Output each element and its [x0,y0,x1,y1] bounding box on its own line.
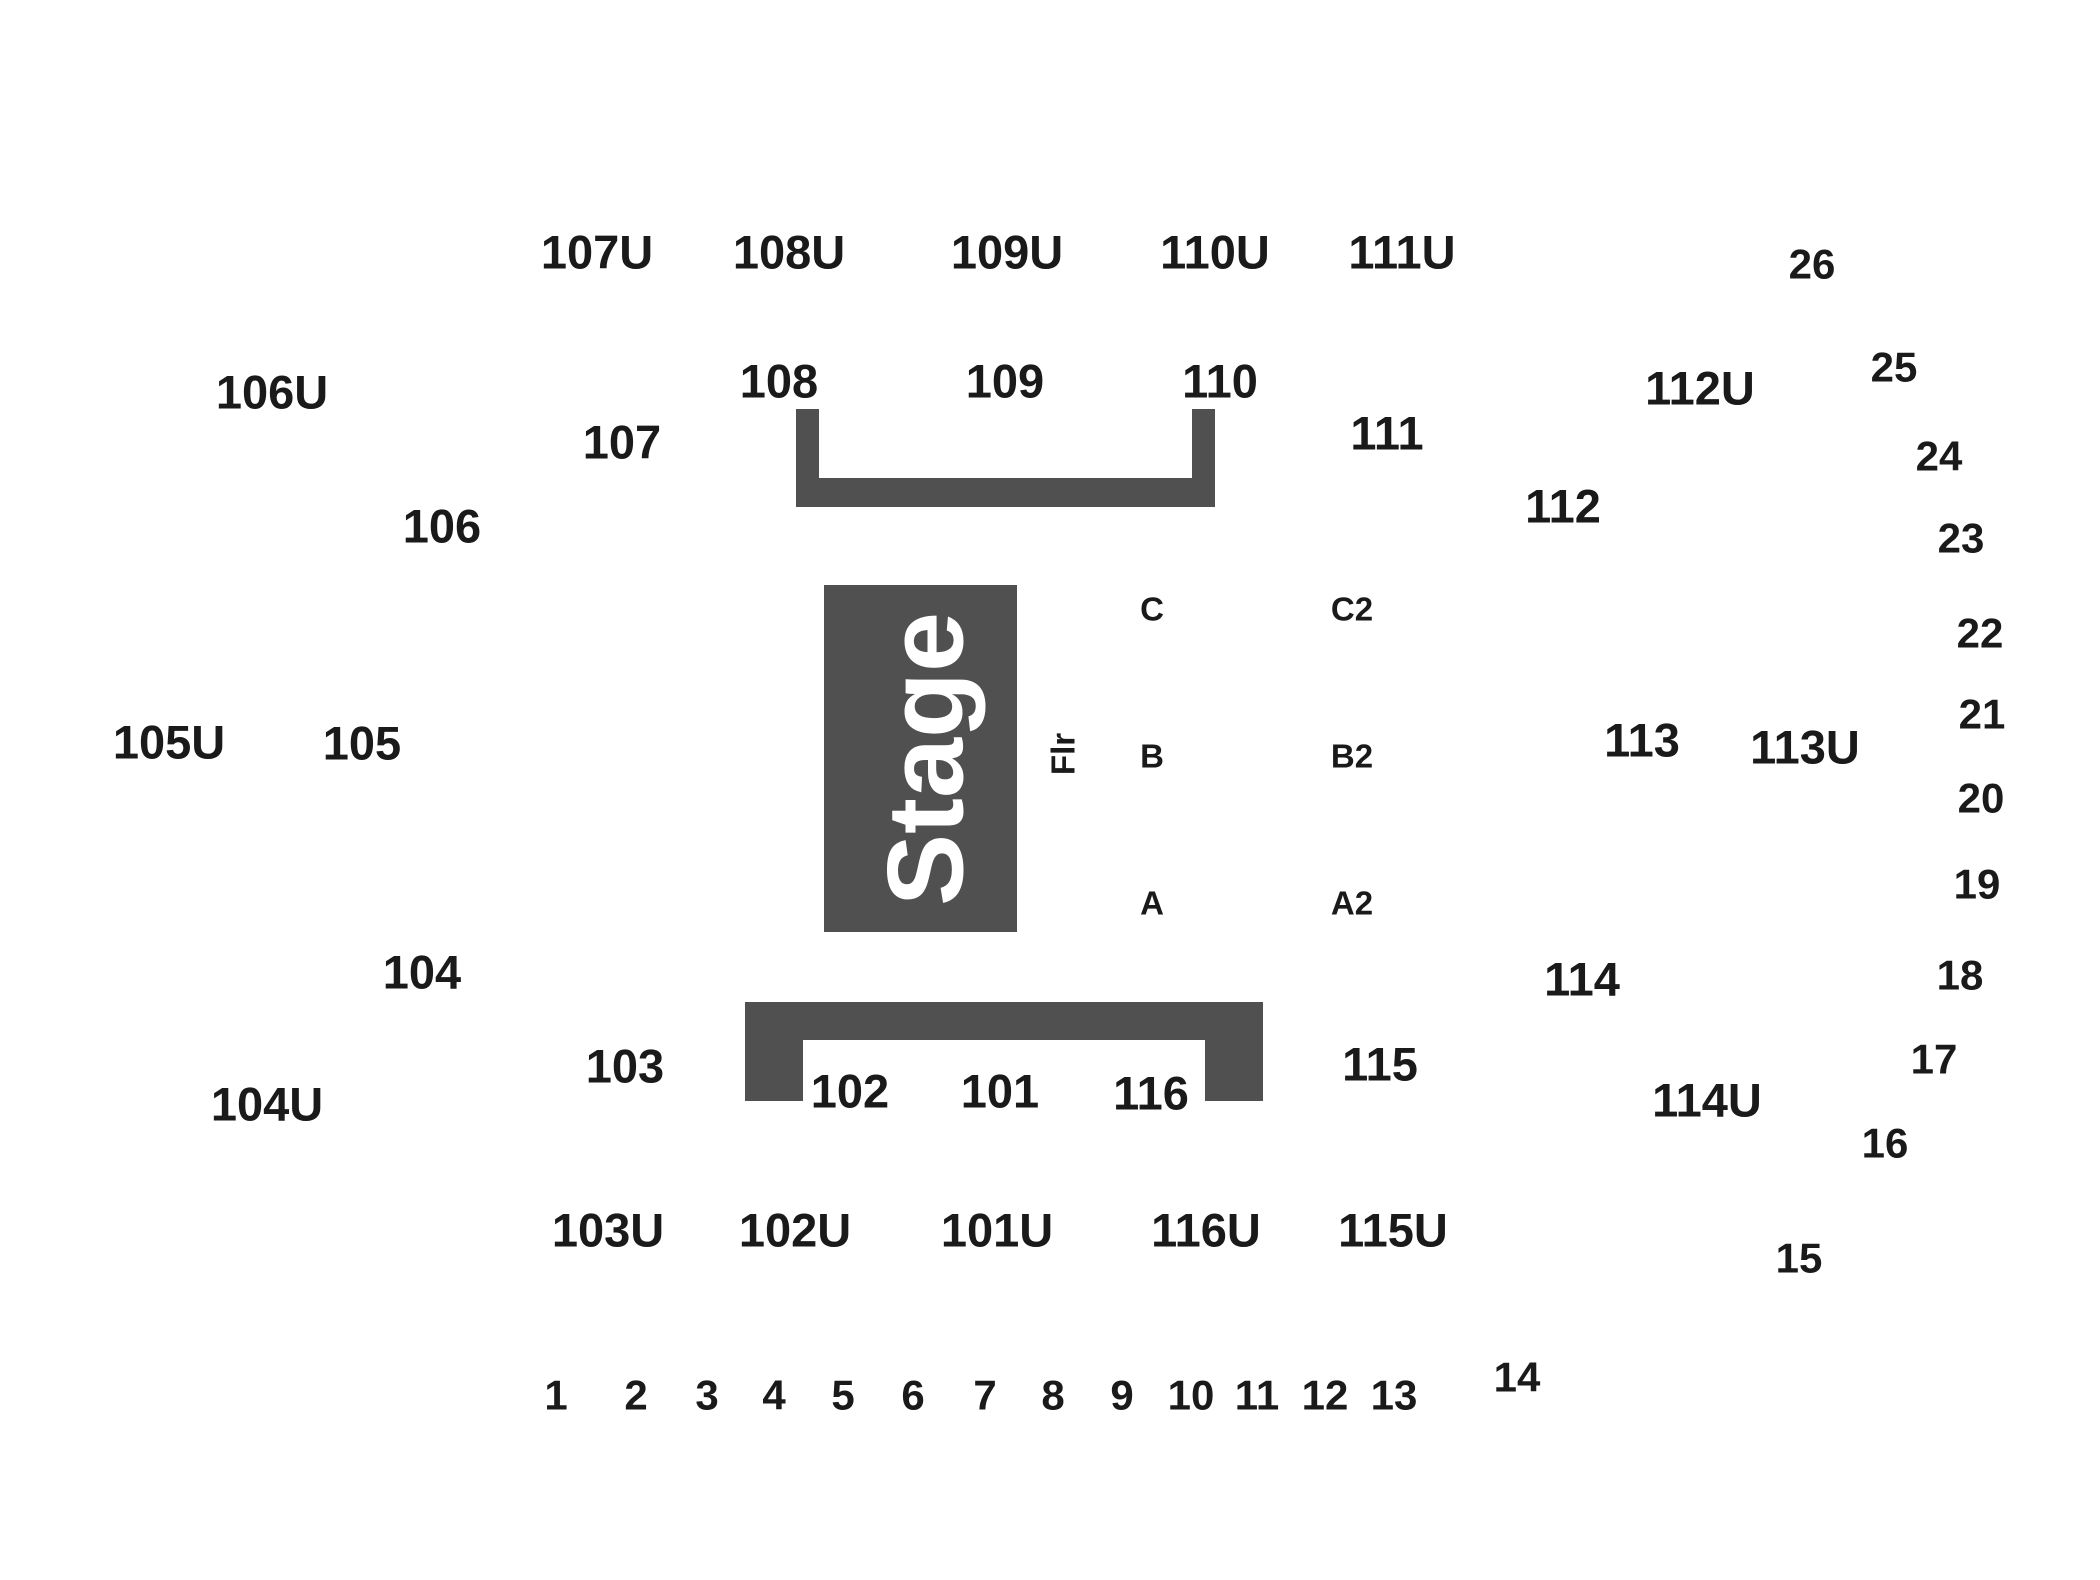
section-110u[interactable]: 110U [1160,226,1270,279]
floor-label: Flr [1045,733,1082,775]
section-108[interactable]: 108 [740,355,818,408]
section-105[interactable]: 105 [323,717,401,770]
floor-row-b[interactable]: B [1140,738,1164,775]
position-4[interactable]: 4 [762,1372,786,1419]
lower-bottom-sections: 102 101 116 [811,1065,1189,1120]
position-15[interactable]: 15 [1776,1235,1823,1282]
position-26[interactable]: 26 [1789,241,1836,288]
bottom-bracket [745,1002,1263,1101]
section-106[interactable]: 106 [403,500,481,553]
section-108u[interactable]: 108U [733,226,845,279]
position-3[interactable]: 3 [695,1372,718,1419]
section-114[interactable]: 114 [1544,953,1620,1006]
section-107u[interactable]: 107U [541,226,653,279]
section-116u[interactable]: 116U [1151,1204,1261,1257]
position-1[interactable]: 1 [544,1372,567,1419]
section-102u[interactable]: 102U [739,1204,851,1257]
section-103u[interactable]: 103U [552,1204,664,1257]
floor-row-b2[interactable]: B2 [1331,738,1373,775]
section-115[interactable]: 115 [1342,1038,1418,1091]
position-6[interactable]: 6 [901,1372,924,1419]
upper-top-sections: 107U 108U 109U 110U 111U [541,226,1456,279]
position-13[interactable]: 13 [1371,1372,1418,1419]
section-101[interactable]: 101 [961,1065,1039,1118]
position-10[interactable]: 10 [1168,1372,1215,1419]
floor-row-a2[interactable]: A2 [1331,885,1373,922]
stage[interactable]: Stage [824,585,1017,932]
section-113u[interactable]: 113U [1750,721,1860,774]
section-109u[interactable]: 109U [951,226,1063,279]
position-17[interactable]: 17 [1911,1036,1958,1083]
section-114u[interactable]: 114U [1652,1074,1762,1127]
section-109[interactable]: 109 [966,355,1044,408]
numbered-positions: 1 2 3 4 5 6 7 8 9 10 11 12 13 14 15 16 1… [544,241,2005,1419]
position-19[interactable]: 19 [1954,861,2001,908]
section-107[interactable]: 107 [583,416,661,469]
position-20[interactable]: 20 [1958,775,2005,822]
section-111u[interactable]: 111U [1348,226,1455,279]
position-21[interactable]: 21 [1959,691,2006,738]
stage-block [824,585,1017,932]
position-18[interactable]: 18 [1937,952,1984,999]
floor-section[interactable]: Flr C B A C2 B2 A2 [1045,591,1374,922]
position-11[interactable]: 11 [1235,1372,1279,1419]
left-sections: 106U 107 106 105U 105 104 104U 103 [113,366,664,1131]
position-25[interactable]: 25 [1871,344,1918,391]
right-sections: 111 112U 112 113 113U 114 114U 115 [1342,362,1860,1127]
position-2[interactable]: 2 [624,1372,647,1419]
position-23[interactable]: 23 [1938,515,1985,562]
section-112[interactable]: 112 [1525,480,1601,533]
lower-top-sections: 108 109 110 [740,355,1258,408]
section-106u[interactable]: 106U [216,366,328,419]
floor-row-c2[interactable]: C2 [1331,591,1373,628]
section-105u[interactable]: 105U [113,716,225,769]
floor-row-c[interactable]: C [1140,591,1164,628]
position-5[interactable]: 5 [831,1372,854,1419]
position-22[interactable]: 22 [1957,610,2004,657]
upper-bottom-sections: 103U 102U 101U 116U 115U [552,1204,1448,1257]
section-103[interactable]: 103 [586,1040,664,1093]
section-101u[interactable]: 101U [941,1204,1053,1257]
position-24[interactable]: 24 [1916,433,1963,480]
section-111[interactable]: 111 [1350,407,1423,460]
position-9[interactable]: 9 [1110,1372,1133,1419]
position-16[interactable]: 16 [1862,1120,1909,1167]
position-14[interactable]: 14 [1494,1354,1541,1401]
position-7[interactable]: 7 [973,1372,996,1419]
section-116[interactable]: 116 [1113,1067,1189,1120]
position-8[interactable]: 8 [1041,1372,1064,1419]
section-112u[interactable]: 112U [1645,362,1755,415]
stage-label: Stage [865,612,986,906]
section-104[interactable]: 104 [383,946,461,999]
section-110[interactable]: 110 [1182,355,1258,408]
floor-row-a[interactable]: A [1140,885,1164,922]
section-113[interactable]: 113 [1604,714,1680,767]
position-12[interactable]: 12 [1302,1372,1349,1419]
section-104u[interactable]: 104U [211,1078,323,1131]
top-bracket [796,409,1215,507]
section-102[interactable]: 102 [811,1065,889,1118]
section-115u[interactable]: 115U [1338,1204,1448,1257]
